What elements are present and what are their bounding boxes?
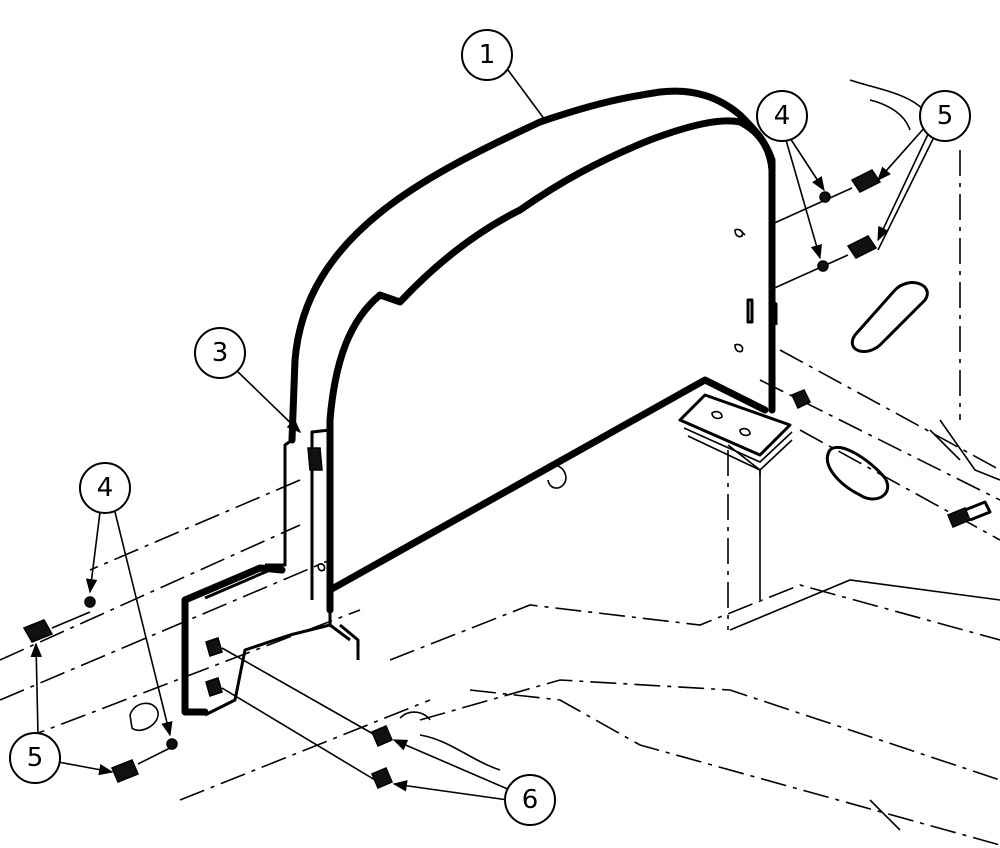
callout-label: 6 [522, 785, 539, 815]
mounting-plate [678, 393, 793, 475]
callout-4-right: 4 [756, 90, 808, 142]
callout-3: 3 [194, 327, 246, 379]
callout-1: 1 [461, 29, 513, 81]
callout-label: 4 [97, 473, 114, 503]
frame-outline [0, 79, 1000, 846]
callout-6: 6 [504, 774, 556, 826]
callout-label: 3 [212, 338, 229, 368]
callout-5-left: 5 [9, 732, 61, 784]
mounting-bracket [181, 447, 360, 717]
leader-lines [30, 69, 936, 801]
shield-panel [265, 87, 778, 614]
callout-4-left: 4 [79, 462, 131, 514]
callout-label: 5 [937, 101, 954, 131]
frame-slots [129, 281, 929, 732]
callout-label: 1 [479, 40, 496, 70]
callout-label: 5 [27, 743, 44, 773]
callout-label: 4 [774, 101, 791, 131]
hardware [22, 169, 992, 789]
callout-5-right: 5 [919, 90, 971, 142]
